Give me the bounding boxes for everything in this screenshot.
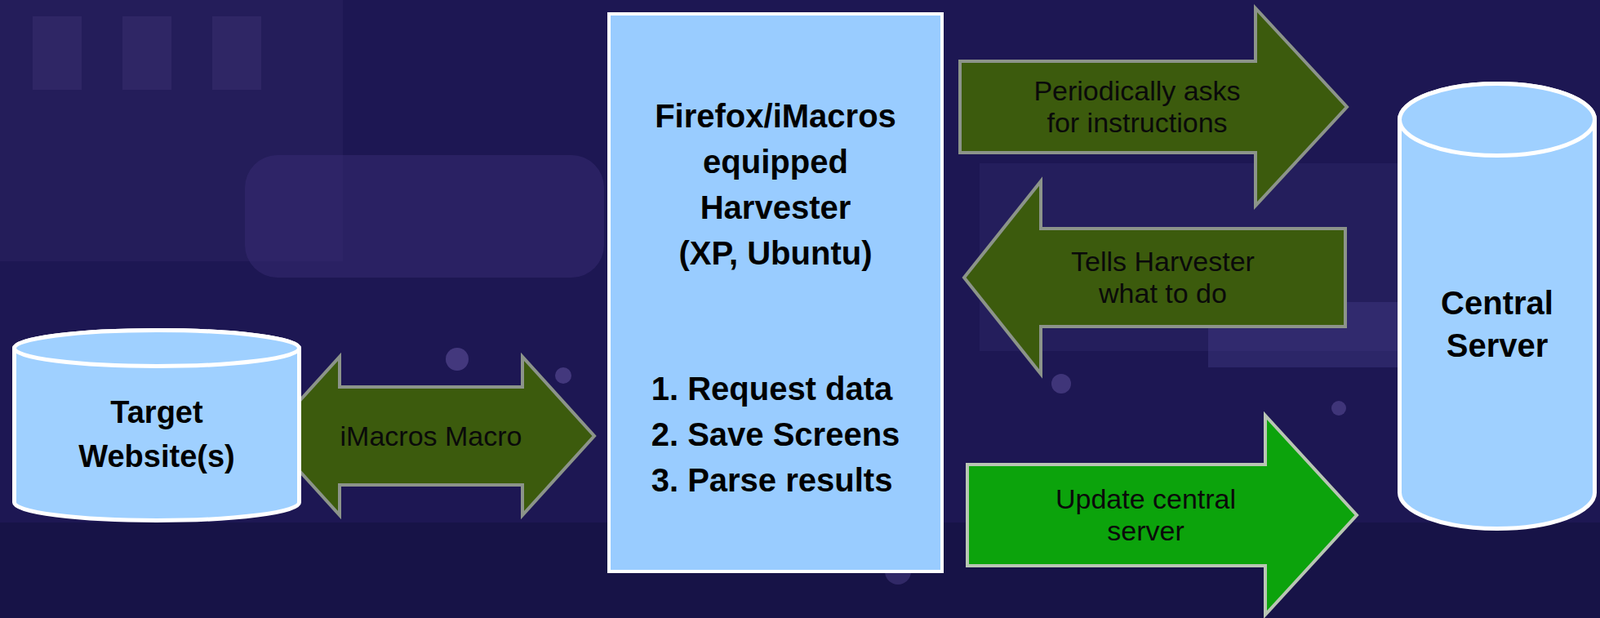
street-light [445, 347, 469, 371]
process-box: Firefox/iMacros equipped Harvester(XP, U… [607, 12, 944, 574]
building-window [32, 16, 82, 90]
arrow-label: Update central server [1031, 483, 1261, 547]
arrow-label: Tells Harvester what to do [1048, 245, 1278, 310]
block-arrow [967, 415, 1357, 615]
node-text: (XP, Ubuntu) [636, 230, 915, 276]
database-cylinder: Central Server [1397, 81, 1597, 531]
text-area: Target Website(s) [12, 368, 302, 500]
text-area: Central Server [1397, 158, 1597, 490]
box-heading: Firefox/iMacros equipped Harvester(XP, U… [636, 93, 915, 276]
node-text: Target Website(s) [54, 390, 259, 479]
node-text: 1. Request data [651, 365, 901, 412]
node-text: 3. Parse results [651, 457, 901, 503]
step-list: 1. Request data2. Save Screens3. Parse r… [651, 365, 901, 503]
node-text: Central Server [1411, 281, 1583, 367]
block-arrow [267, 356, 595, 516]
node-text: Firefox/iMacros equipped Harvester [636, 93, 915, 231]
block-arrow [960, 8, 1347, 206]
cylinder-body [1400, 84, 1596, 529]
street-light [1051, 373, 1072, 394]
cylinder-body [14, 330, 300, 521]
cylinder-top [14, 330, 300, 367]
building-window [212, 16, 262, 90]
street-light [555, 367, 572, 384]
building-window [122, 16, 172, 90]
database-cylinder: Target Website(s) [12, 328, 302, 523]
arrow-label: iMacros Macro [308, 420, 554, 453]
street-light [1331, 400, 1347, 416]
block-arrow [964, 181, 1346, 374]
arrow-label: Periodically asks for instructions [1022, 75, 1252, 139]
sign-glow [244, 155, 605, 278]
node-text: 2. Save Screens [651, 411, 901, 458]
cylinder-top [1400, 84, 1596, 156]
